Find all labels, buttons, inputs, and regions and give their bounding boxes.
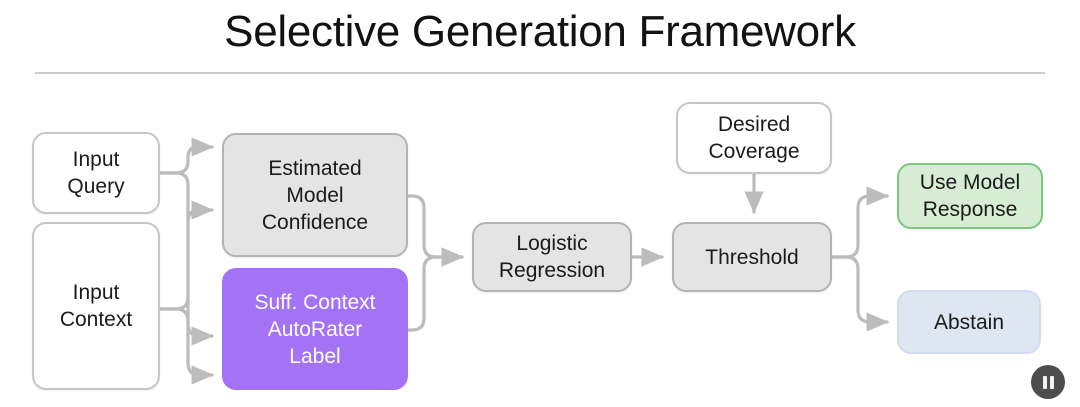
node-desired-coverage-label: Desired Coverage <box>708 111 799 165</box>
node-input-query-line2: Query <box>67 175 125 198</box>
node-input-query[interactable]: Input Query <box>32 132 160 214</box>
edge-query-to-autorater <box>158 171 214 346</box>
edge-confidence-to-logistic <box>406 194 464 267</box>
node-autorater-line3: Label <box>289 344 341 368</box>
node-input-context[interactable]: Input Context <box>32 222 160 390</box>
node-desired-coverage-line1: Desired <box>717 113 791 136</box>
node-use-response-line1: Use Model <box>919 171 1021 194</box>
node-confidence-line2: Model <box>286 183 344 207</box>
title-divider <box>35 72 1045 74</box>
edge-threshold-to-use-response <box>830 186 889 259</box>
edge-threshold-to-abstain <box>830 255 889 332</box>
node-input-context-line1: Input <box>72 281 120 304</box>
node-suff-context-autorater-label[interactable]: Suff. Context AutoRater Label <box>222 268 408 390</box>
edge-context-to-autorater <box>158 307 214 385</box>
node-threshold[interactable]: Threshold <box>672 222 832 292</box>
node-input-query-label: Input Query <box>67 146 124 200</box>
node-abstain-label: Abstain <box>933 310 1005 334</box>
node-abstain[interactable]: Abstain <box>897 290 1041 354</box>
node-input-context-line2: Context <box>59 308 133 331</box>
pause-icon[interactable] <box>1031 365 1065 399</box>
node-confidence-line1: Estimated <box>268 156 362 180</box>
node-threshold-label: Threshold <box>705 245 799 269</box>
node-desired-coverage-line2: Coverage <box>708 140 800 163</box>
node-logistic-line2: Regression <box>498 259 606 282</box>
node-confidence-line3: Confidence <box>261 210 369 234</box>
node-use-response-line2: Response <box>922 198 1018 221</box>
node-use-model-response-label: Use Model Response <box>920 169 1020 223</box>
node-logistic-regression-label: Logistic Regression <box>499 230 605 284</box>
node-estimated-model-confidence[interactable]: Estimated Model Confidence <box>222 133 408 257</box>
node-logistic-regression[interactable]: Logistic Regression <box>472 222 632 292</box>
node-desired-coverage[interactable]: Desired Coverage <box>676 102 832 174</box>
node-logistic-line1: Logistic <box>516 232 588 255</box>
node-autorater-label: Suff. Context AutoRater Label <box>254 289 375 370</box>
node-autorater-line2: AutoRater <box>267 317 363 341</box>
page-title: Selective Generation Framework <box>224 7 856 56</box>
node-use-model-response[interactable]: Use Model Response <box>897 163 1043 229</box>
edge-context-to-confidence <box>158 200 214 311</box>
node-autorater-line1: Suff. Context <box>254 290 376 314</box>
pause-bar-right <box>1049 375 1054 389</box>
node-input-context-label: Input Context <box>60 279 132 333</box>
edge-query-to-confidence <box>158 137 214 175</box>
node-estimated-model-confidence-label: Estimated Model Confidence <box>262 155 368 236</box>
node-input-query-line1: Input <box>72 148 120 171</box>
pause-bar-left <box>1042 375 1047 389</box>
edge-autorater-to-logistic <box>406 247 464 332</box>
